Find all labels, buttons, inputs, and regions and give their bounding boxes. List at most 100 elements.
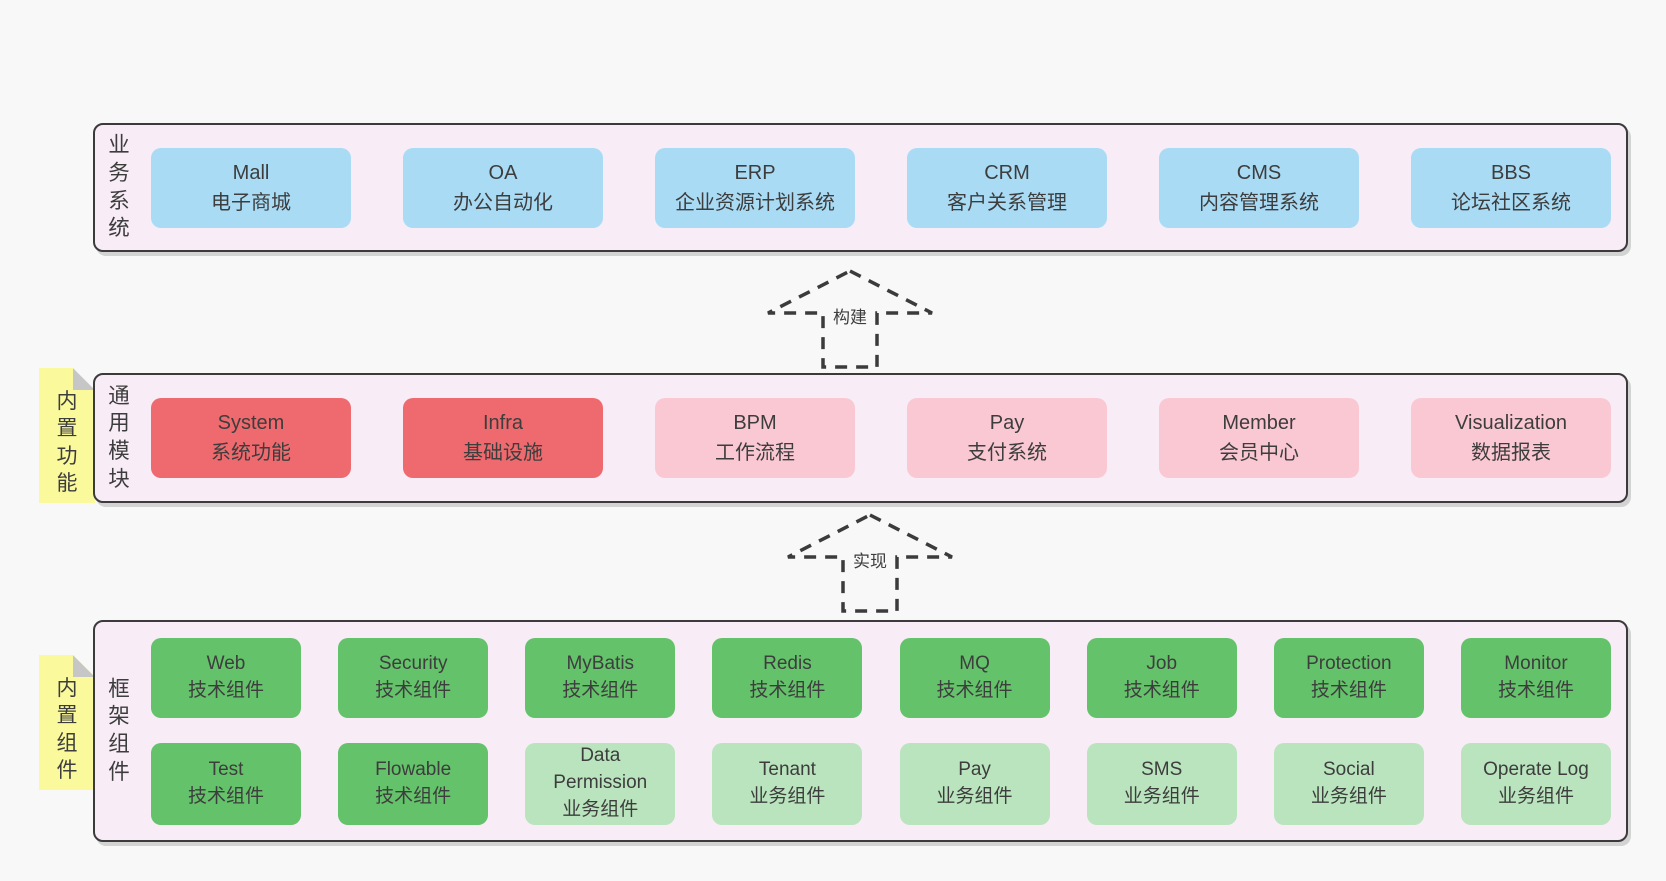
box-web: Web 技术组件 <box>151 637 301 718</box>
box-subtitle: 业务组件 <box>1310 785 1387 807</box>
box-subtitle: 技术组件 <box>1123 679 1200 701</box>
box-title: Monitor <box>1504 652 1568 674</box>
box-subtitle: 技术组件 <box>936 679 1013 701</box>
box-subtitle: 会员中心 <box>1219 442 1299 464</box>
sticky-note-built-in-components: 内置组件 <box>39 655 95 790</box>
box-subtitle: 办公自动化 <box>453 191 553 214</box>
arrow-implement: 实现 <box>785 512 955 614</box>
framework-components-panel: 框架组件 Web 技术组件 Security 技术组件 MyBatis 技术组件… <box>93 620 1628 842</box>
box-title: Redis <box>763 652 812 674</box>
box-title: Mall <box>232 161 270 184</box>
box-sms: SMS 业务组件 <box>1086 742 1237 825</box>
box-visualization: Visualization 数据报表 <box>1411 398 1611 478</box>
box-title: Web <box>206 652 246 674</box>
box-title: CRM <box>984 161 1030 184</box>
box-title: Pay <box>958 758 991 780</box>
box-subtitle: 业务组件 <box>1123 785 1200 807</box>
common-modules-label: 通用模块 <box>108 383 130 491</box>
box-security: Security 技术组件 <box>338 637 489 718</box>
box-social: Social 业务组件 <box>1273 742 1424 825</box>
arrow-build: 构建 <box>765 268 935 370</box>
box-title: MQ <box>959 652 990 674</box>
arrow-build-label: 构建 <box>828 301 872 330</box>
box-title: Protection <box>1306 652 1392 674</box>
box-subtitle: 论坛社区系统 <box>1451 191 1571 214</box>
folded-corner-icon <box>73 655 95 677</box>
folded-corner-icon <box>73 368 95 390</box>
box-title: MyBatis <box>566 652 635 674</box>
box-data-permission: Data Permission 业务组件 <box>525 742 676 825</box>
box-title: CMS <box>1236 161 1282 184</box>
box-subtitle: 工作流程 <box>715 442 795 464</box>
box-title: Security <box>378 652 448 674</box>
box-title: OA <box>488 161 518 184</box>
box-infra: Infra 基础设施 <box>403 398 603 478</box>
box-title: Flowable <box>375 758 452 780</box>
box-subtitle: 技术组件 <box>562 679 639 701</box>
box-title: BPM <box>733 412 777 434</box>
box-title: ERP <box>734 161 776 184</box>
box-title: Data Permission <box>553 745 648 794</box>
box-system: System 系统功能 <box>151 398 351 478</box>
box-mq: MQ 技术组件 <box>899 637 1050 718</box>
box-redis: Redis 技术组件 <box>712 637 863 718</box>
box-title: SMS <box>1141 758 1183 780</box>
box-subtitle: 技术组件 <box>1497 679 1574 701</box>
box-title: Social <box>1322 758 1375 780</box>
box-tenant: Tenant 业务组件 <box>712 742 863 825</box>
box-subtitle: 企业资源计划系统 <box>675 191 835 214</box>
box-subtitle: 业务组件 <box>749 785 826 807</box>
framework-row-2: Test 技术组件 Flowable 技术组件 Data Permission … <box>131 742 1626 825</box>
box-title: Pay <box>989 412 1025 434</box>
box-subtitle: 业务组件 <box>1497 785 1574 807</box>
box-title: Test <box>208 758 244 780</box>
business-systems-label: 业务系统 <box>108 133 130 241</box>
box-mybatis: MyBatis 技术组件 <box>525 637 676 718</box>
box-subtitle: 基础设施 <box>463 442 543 464</box>
business-systems-panel: 业务系统 Mall 电子商城 OA 办公自动化 ERP 企业资源计划系统 CRM… <box>93 123 1628 252</box>
box-protection: Protection 技术组件 <box>1273 637 1424 718</box>
box-title: BBS <box>1490 161 1532 184</box>
business-systems-boxes: Mall 电子商城 OA 办公自动化 ERP 企业资源计划系统 CRM 客户关系… <box>131 147 1626 228</box>
box-operate-log: Operate Log 业务组件 <box>1460 742 1611 825</box>
box-member: Member 会员中心 <box>1159 398 1359 478</box>
box-subtitle: 系统功能 <box>211 442 291 464</box>
box-subtitle: 数据报表 <box>1471 442 1551 464</box>
box-job: Job 技术组件 <box>1086 637 1237 718</box>
sticky-note-built-in-features: 内置功能 <box>39 368 95 503</box>
box-bbs: BBS 论坛社区系统 <box>1411 147 1611 228</box>
box-subtitle: 客户关系管理 <box>947 191 1067 214</box>
box-subtitle: 内容管理系统 <box>1199 191 1319 214</box>
box-flowable: Flowable 技术组件 <box>338 742 489 825</box>
box-subtitle: 技术组件 <box>375 679 452 701</box>
box-subtitle: 业务组件 <box>562 798 639 820</box>
box-monitor: Monitor 技术组件 <box>1460 637 1611 718</box>
box-title: Infra <box>482 412 524 434</box>
box-title: Tenant <box>758 758 816 780</box>
box-subtitle: 电子商城 <box>211 191 291 214</box>
common-modules-panel: 通用模块 System 系统功能 Infra 基础设施 BPM 工作流程 Pay… <box>93 373 1628 503</box>
box-subtitle: 技术组件 <box>187 679 264 701</box>
box-erp: ERP 企业资源计划系统 <box>655 147 855 228</box>
box-oa: OA 办公自动化 <box>403 147 603 228</box>
box-title: Member <box>1222 412 1296 434</box>
box-mall: Mall 电子商城 <box>151 147 351 228</box>
arrow-implement-label: 实现 <box>848 545 892 574</box>
box-subtitle: 技术组件 <box>375 785 452 807</box>
box-subtitle: 技术组件 <box>187 785 264 807</box>
box-bpm: BPM 工作流程 <box>655 398 855 478</box>
framework-components-rows: Web 技术组件 Security 技术组件 MyBatis 技术组件 Redi… <box>131 637 1626 825</box>
common-modules-boxes: System 系统功能 Infra 基础设施 BPM 工作流程 Pay 支付系统… <box>131 398 1626 478</box>
sticky-label: 内置组件 <box>56 677 78 782</box>
box-subtitle: 支付系统 <box>967 442 1047 464</box>
box-title: Operate Log <box>1483 758 1589 780</box>
box-pay-module: Pay 支付系统 <box>907 398 1107 478</box>
box-title: Job <box>1146 652 1178 674</box>
box-subtitle: 业务组件 <box>936 785 1013 807</box>
framework-row-1: Web 技术组件 Security 技术组件 MyBatis 技术组件 Redi… <box>131 637 1626 718</box>
sticky-label: 内置功能 <box>56 390 78 495</box>
box-title: System <box>217 412 285 434</box>
box-pay-component: Pay 业务组件 <box>899 742 1050 825</box>
box-cms: CMS 内容管理系统 <box>1159 147 1359 228</box>
framework-components-label: 框架组件 <box>108 676 130 784</box>
